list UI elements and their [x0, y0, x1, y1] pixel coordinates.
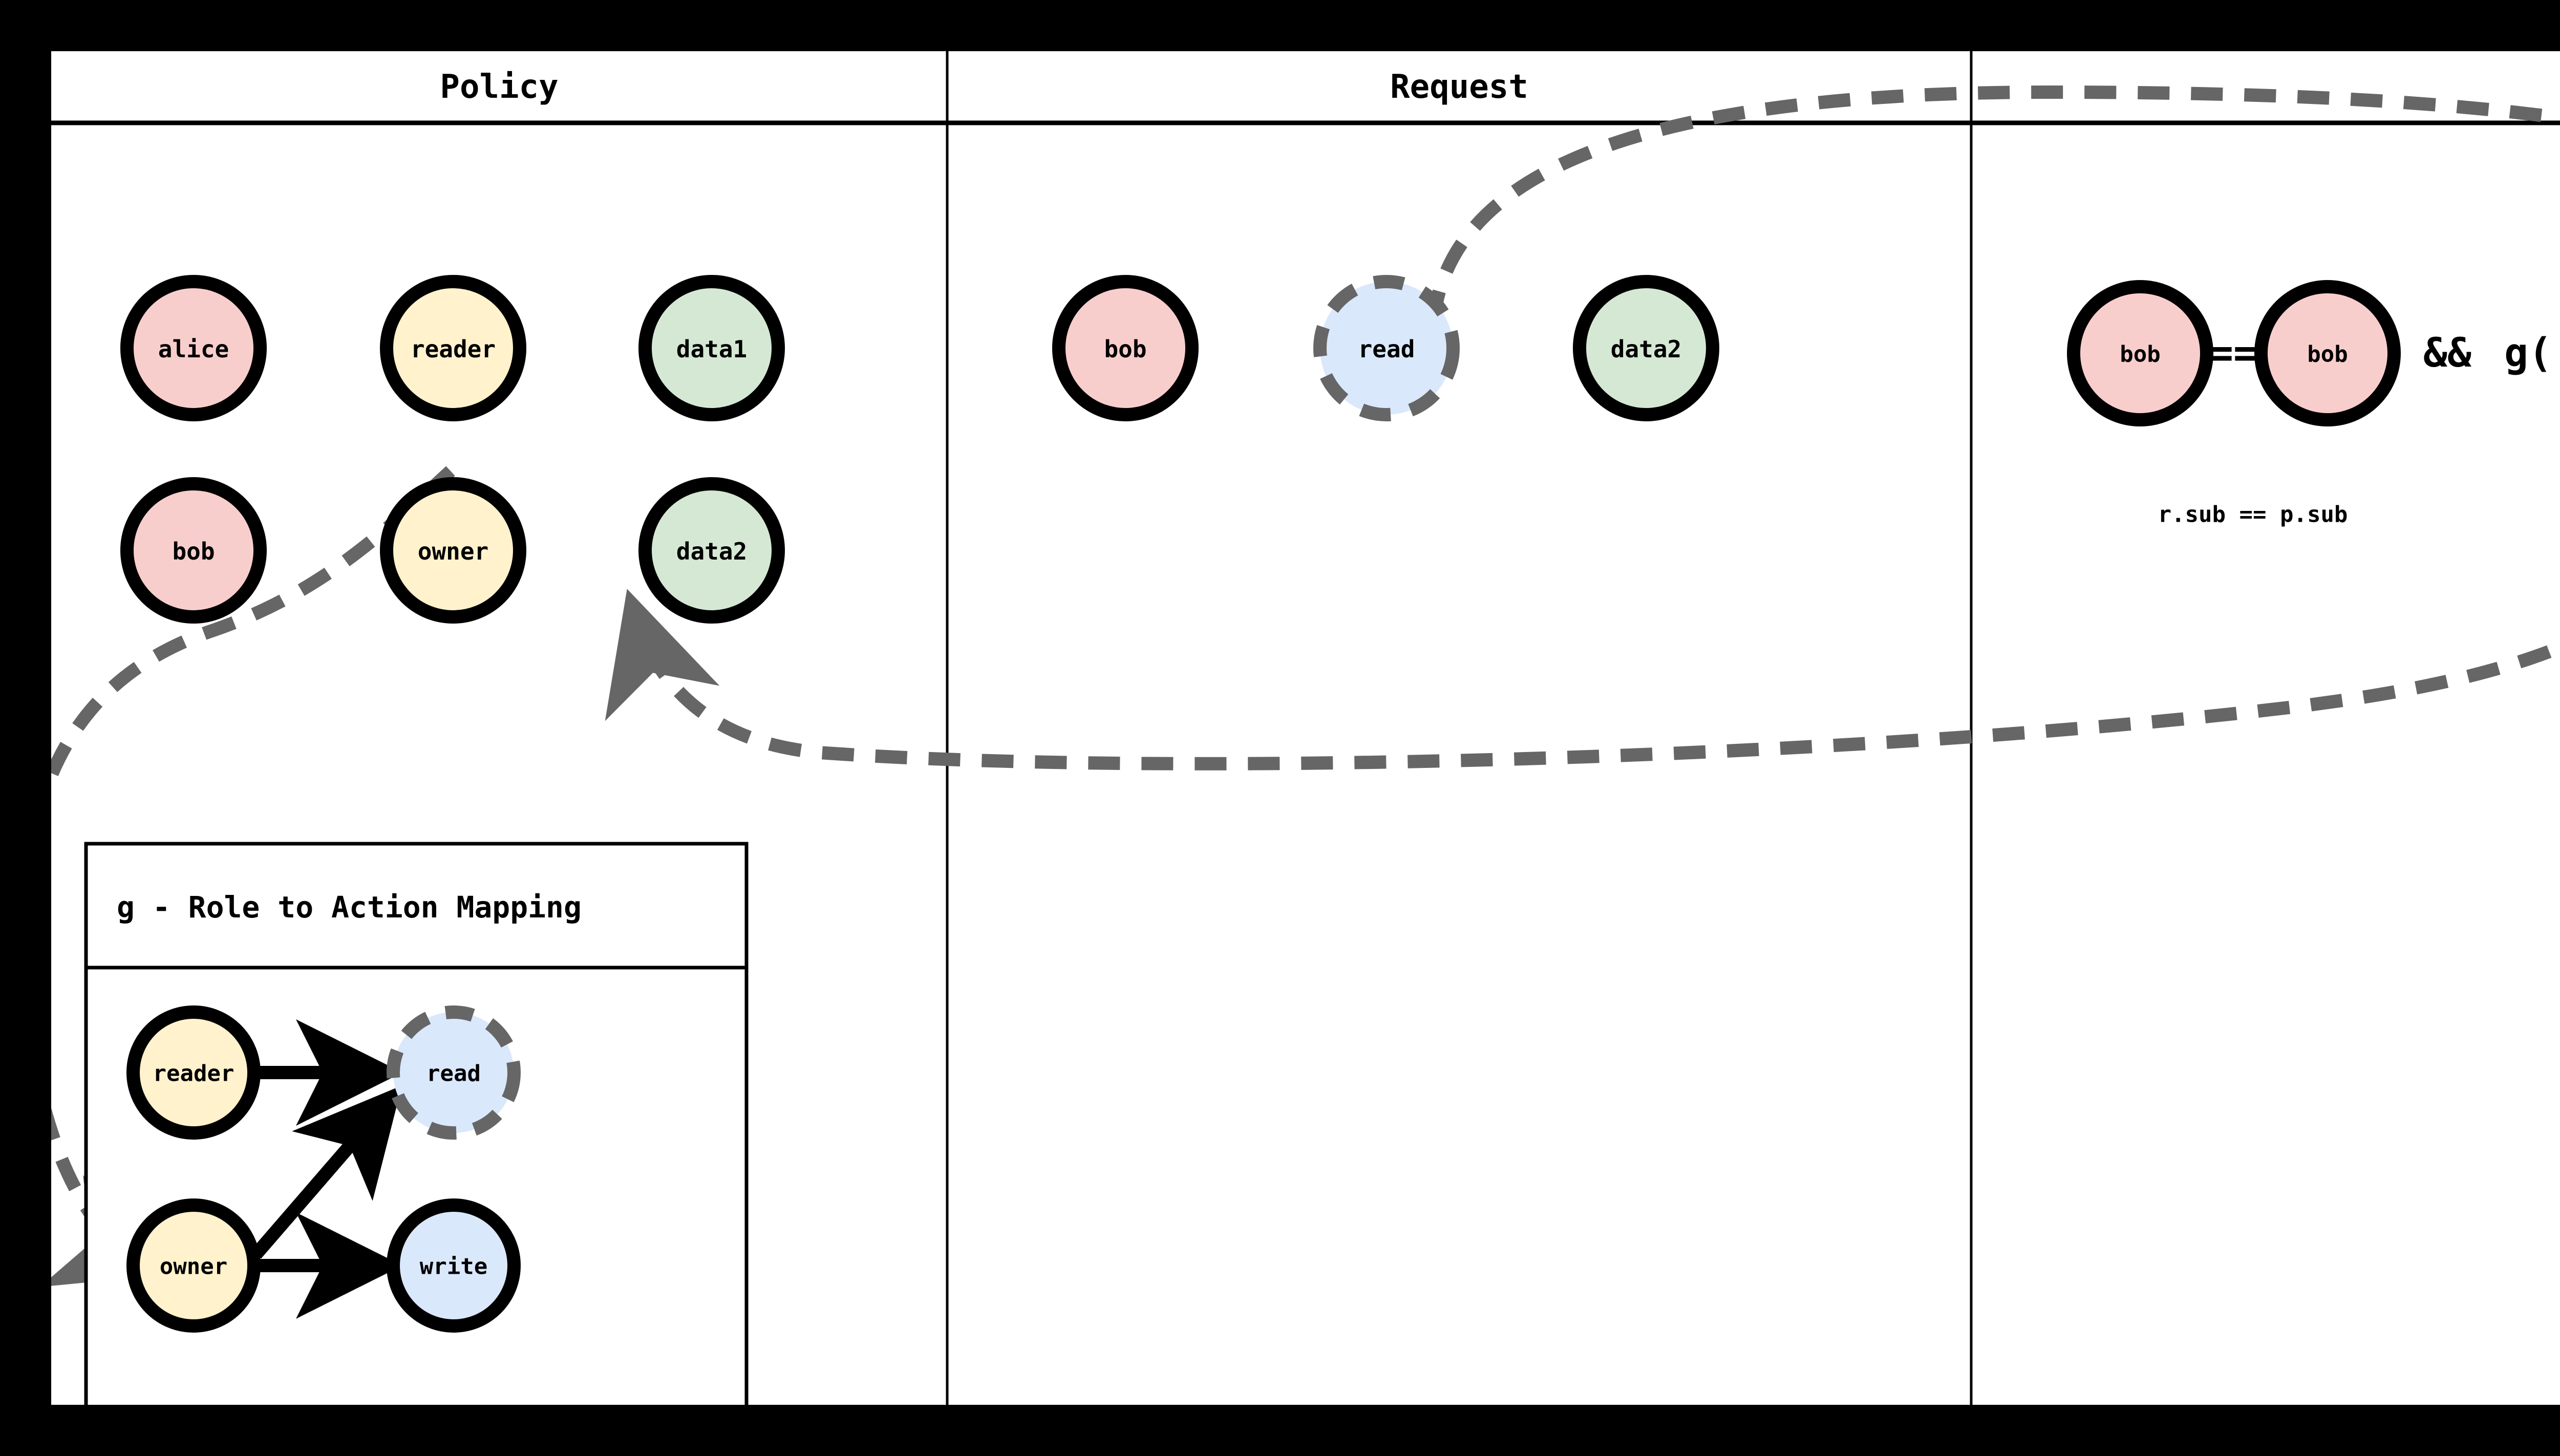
column-header-policy: Policy [440, 68, 558, 106]
policy-node-reader[interactable]: reader [380, 275, 526, 421]
request-node-data2-label: data2 [1611, 335, 1681, 363]
policy-node-alice-label: alice [158, 335, 229, 363]
policy-node-reader-label: reader [411, 335, 496, 363]
mapping-edge-owner-to-read [251, 1085, 402, 1259]
diagram-canvas: Policy Request Matching alice reader dat… [51, 51, 2560, 1405]
mapping-node-reader-label: reader [153, 1061, 234, 1087]
trace-edge-request-read-to-matching-read [1427, 85, 2560, 324]
matching-operator-g-open: g( [2504, 330, 2552, 376]
matching-node-bob-policy[interactable]: bob [2254, 280, 2401, 426]
mapping-node-read[interactable]: read [387, 1005, 521, 1140]
request-node-data2[interactable]: data2 [1573, 275, 1719, 421]
matching-node-bob-request[interactable]: bob [2067, 280, 2213, 426]
policy-node-data2[interactable]: data2 [638, 477, 785, 624]
mapping-node-write-label: write [420, 1254, 487, 1280]
mapping-node-read-label: read [426, 1061, 481, 1087]
policy-node-data1[interactable]: data1 [638, 275, 785, 421]
column-header-request: Request [1390, 68, 1528, 106]
policy-node-alice[interactable]: alice [120, 275, 267, 421]
trace-edge-policy-owner-to-mapping-owner [51, 466, 455, 1287]
mapping-node-write[interactable]: write [387, 1198, 521, 1333]
matching-node-bob-policy-label: bob [2307, 341, 2348, 368]
request-node-bob[interactable]: bob [1052, 275, 1199, 421]
policy-node-data2-label: data2 [676, 538, 747, 565]
request-node-read[interactable]: read [1313, 275, 1460, 421]
matching-operator-and-1: && [2423, 330, 2472, 376]
mapping-node-owner[interactable]: owner [126, 1198, 261, 1333]
policy-node-bob-label: bob [172, 538, 215, 565]
mapping-node-owner-label: owner [160, 1254, 227, 1280]
request-node-bob-label: bob [1104, 335, 1146, 363]
policy-node-data1-label: data1 [676, 335, 747, 363]
request-node-read-label: read [1358, 335, 1415, 363]
matching-caption-sub: r.sub == p.sub [2158, 502, 2348, 528]
mapping-box-title: g - Role to Action Mapping [117, 890, 582, 925]
policy-node-owner-label: owner [418, 538, 488, 565]
policy-node-owner[interactable]: owner [380, 477, 526, 624]
matching-node-bob-request-label: bob [2120, 341, 2160, 368]
policy-node-bob[interactable]: bob [120, 477, 267, 624]
matching-operator-eq-sub: == [2209, 330, 2257, 376]
mapping-node-reader[interactable]: reader [126, 1005, 261, 1140]
trace-edge-matching-owner-to-policy-owner [605, 589, 2560, 770]
